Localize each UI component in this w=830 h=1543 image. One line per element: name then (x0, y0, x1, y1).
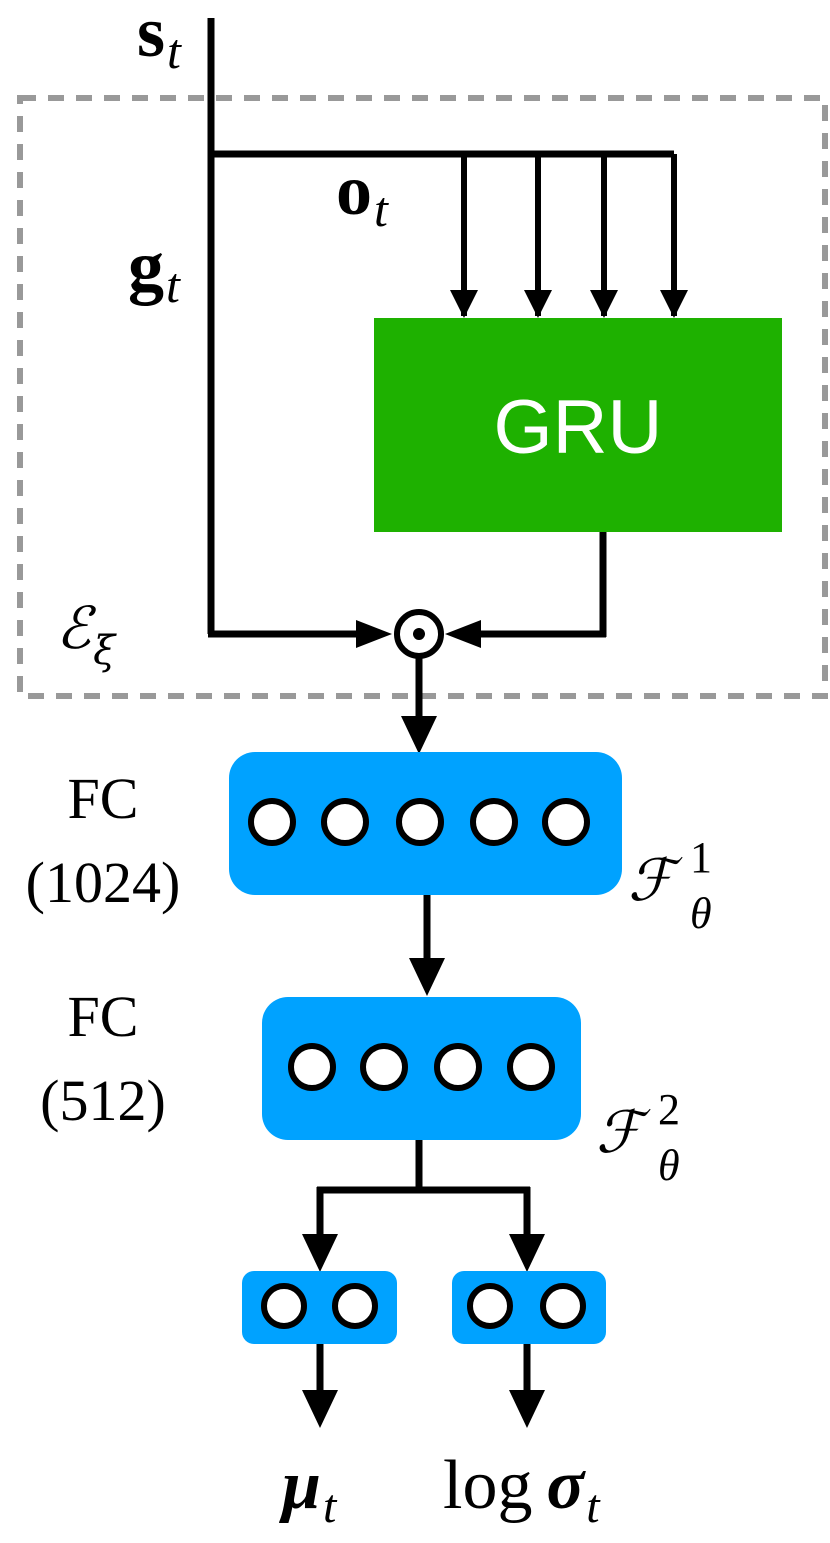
fc1-label: ℱ (628, 846, 683, 914)
fc2-neuron (360, 1043, 408, 1091)
fc2-neurons (288, 1043, 555, 1091)
fc1-size: (1024) (26, 850, 181, 915)
arrowhead-mu-out (302, 1390, 338, 1428)
input-label-s: st (137, 0, 182, 79)
fc1-title: FC (68, 766, 139, 831)
gru-input-arrowhead-3 (590, 290, 618, 318)
encoder-label: ℰξ (56, 594, 117, 674)
fc1-neuron (542, 798, 590, 846)
fc1-neuron (321, 798, 369, 846)
fc2-label: ℱ (596, 1098, 651, 1166)
combine-node-dot (413, 628, 425, 640)
gru-input-arrowhead-4 (660, 290, 688, 318)
fc1-neuron (470, 798, 518, 846)
fc1-label-sup: 1 (690, 833, 712, 882)
fc1-neuron (396, 798, 444, 846)
fc2-layer (262, 997, 581, 1140)
gru-input-arrowhead-2 (524, 290, 552, 318)
fc1-neuron (248, 798, 296, 846)
mu-neuron (261, 1283, 307, 1329)
output-label-mu: μt (279, 1447, 338, 1533)
fc2-title: FC (68, 984, 139, 1049)
fc2-label-sup: 2 (658, 1085, 680, 1134)
sigma-neuron (540, 1283, 586, 1329)
gru-input-arrowhead-1 (450, 290, 478, 318)
gru-output-arrowhead (445, 620, 481, 648)
fc2-size: (512) (40, 1068, 166, 1133)
fc2-neuron (434, 1043, 482, 1091)
fc2-neuron (507, 1043, 555, 1091)
arrowhead-to-mu-head (302, 1234, 338, 1272)
mu-neuron (332, 1283, 378, 1329)
input-label-g: gt (128, 226, 181, 313)
fc1-neurons (248, 798, 590, 846)
fc2-neuron (288, 1043, 336, 1091)
sigma-neuron (467, 1283, 513, 1329)
fc1-label-sub: θ (690, 889, 712, 938)
arrowhead-combine-to-fc1 (401, 716, 437, 754)
arrowhead-fc1-to-fc2 (409, 958, 445, 996)
arrowhead-sigma-out (509, 1390, 545, 1428)
input-label-o: ot (336, 150, 389, 237)
g-arrowhead (356, 620, 392, 648)
fc2-label-sub: θ (658, 1141, 680, 1190)
gru-block (374, 318, 782, 532)
arrowhead-to-sigma-head (509, 1234, 545, 1272)
gru-label: GRU (494, 385, 663, 470)
